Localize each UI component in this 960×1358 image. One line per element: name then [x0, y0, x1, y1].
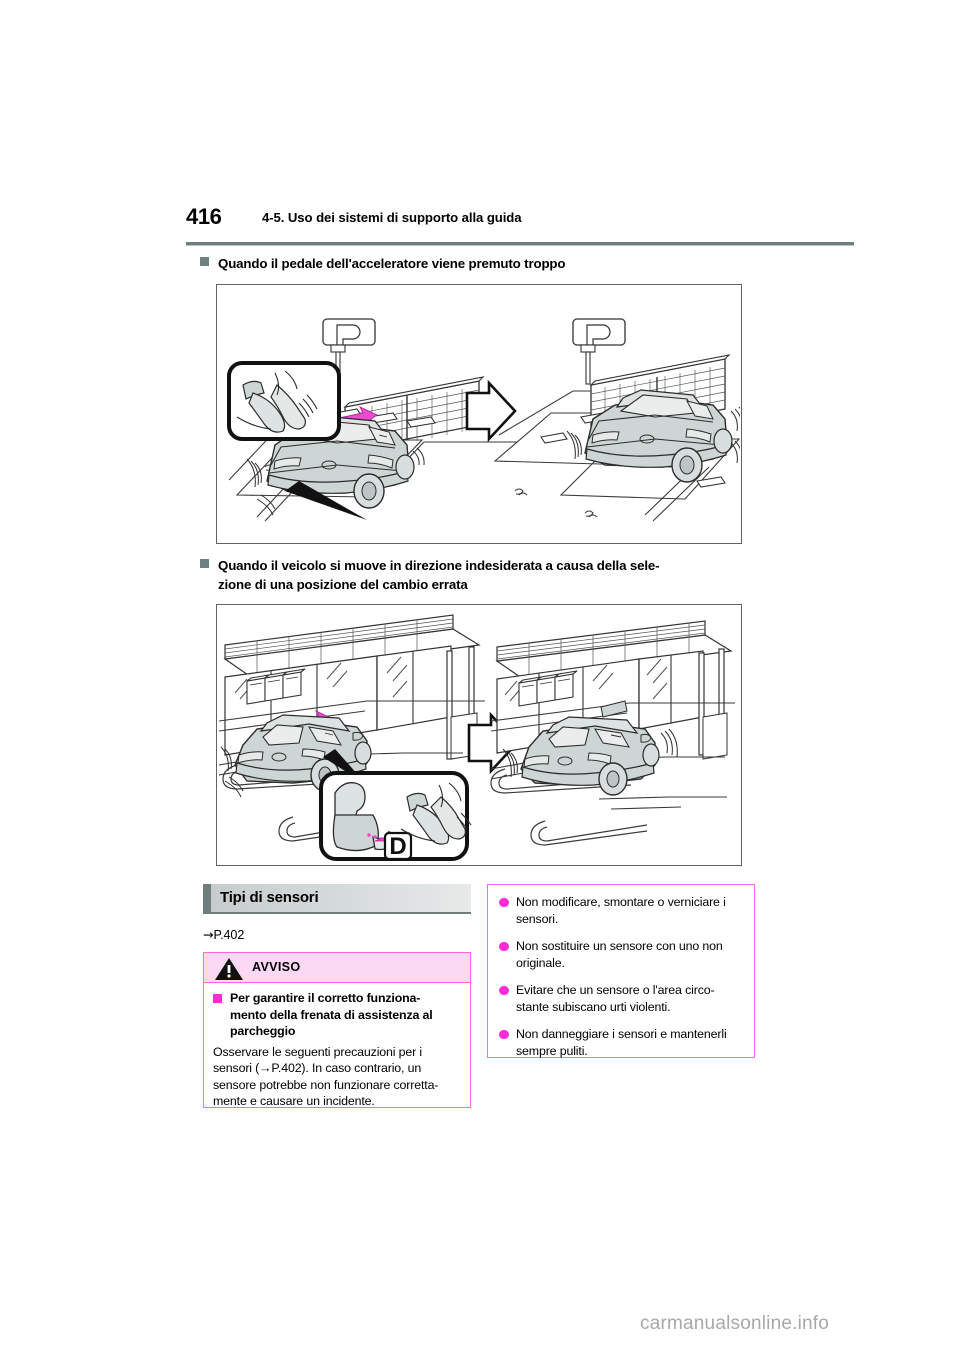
illustration-2-graphic: D	[218, 614, 735, 861]
list-item-line2: stante subiscano urti violenti.	[516, 999, 671, 1014]
list-item: Non sostituire un sensore con uno non or…	[499, 938, 744, 971]
square-bullet-icon-2	[200, 559, 209, 568]
section-title: Tipi di sensori	[220, 889, 319, 906]
warning-box-left: AVVISO Per garantire il corretto funzion…	[203, 952, 471, 1108]
list-item-line2: originale.	[516, 955, 565, 970]
arrow-right-icon: →	[203, 927, 214, 942]
section-header-bar: Tipi di sensori	[203, 884, 471, 914]
pink-dot-bullet-icon	[499, 897, 509, 907]
header-divider-light	[186, 245, 854, 246]
pink-dot-bullet-icon	[499, 941, 509, 951]
page-title: 4-5. Uso dei sistemi di supporto alla gu…	[262, 210, 522, 225]
list-item: Evitare che un sensore o l'area circo- s…	[499, 982, 744, 1015]
subheading-wrong-gear: Quando il veicolo si muove in direzione …	[200, 556, 840, 594]
warning-paragraph: Osservare le seguenti precauzioni per i …	[213, 1044, 461, 1110]
subheading-wrong-gear-line2: zione di una posizione del cambio errata	[218, 577, 468, 592]
list-item-line1: Non danneggiare i sensori e mantenerli	[516, 1027, 727, 1041]
list-item-line1: Non modificare, smontare o verniciare i	[516, 895, 726, 909]
warning-paragraph-line1: Osservare le seguenti precauzioni per i	[213, 1044, 423, 1059]
list-item-line2: sempre puliti.	[516, 1043, 588, 1058]
watermark: carmanualsonline.info	[640, 1313, 830, 1334]
pink-dot-bullet-icon	[499, 985, 509, 995]
section-accent-bar	[203, 884, 211, 914]
list-item-line1: Non sostituire un sensore con uno non	[516, 939, 723, 953]
warning-right-list: Non modificare, smontare o verniciare i …	[488, 885, 754, 1067]
subheading-wrong-gear-line1: Quando il veicolo si muove in direzione …	[218, 558, 660, 573]
section-reference-page: P.402	[213, 928, 245, 942]
list-item-line1: Evitare che un sensore o l'area circo-	[516, 983, 715, 997]
warning-subtitle: Per garantire il corretto funziona- ment…	[213, 990, 461, 1040]
subheading-accelerator-label: Quando il pedale dell'acceleratore viene…	[218, 256, 566, 271]
subheading-accelerator: Quando il pedale dell'acceleratore viene…	[200, 254, 820, 273]
pink-square-bullet-icon	[213, 993, 222, 1003]
page-number: 416	[186, 204, 222, 229]
page-header: 416 4-5. Uso dei sistemi di supporto all…	[0, 196, 960, 252]
illustration-wrong-shift-position: D	[216, 604, 742, 866]
illustration-1-graphic	[227, 318, 740, 522]
warning-subtitle-line3: parcheggio	[230, 1024, 296, 1038]
warning-paragraph-line2: sensori (→P.402). In caso contrario, un	[213, 1061, 422, 1075]
svg-text:D: D	[389, 833, 406, 860]
warning-subtitle-line2: mento della frenata di assistenza al	[230, 1007, 433, 1022]
illustration-accelerator-pressed	[216, 284, 742, 544]
section-reference[interactable]: →P.402	[203, 927, 471, 942]
warning-paragraph-line3: sensore potrebbe non funzionare corretta…	[213, 1077, 439, 1092]
warning-paragraph-line4: mente e causare un incidente.	[213, 1094, 375, 1108]
square-bullet-icon	[200, 257, 209, 266]
warning-label: AVVISO	[252, 960, 301, 974]
warning-box-right: Non modificare, smontare o verniciare i …	[487, 884, 755, 1058]
list-item: Non danneggiare i sensori e mantenerli s…	[499, 1026, 744, 1059]
section-tipi-di-sensori: Tipi di sensori →P.402	[203, 884, 471, 942]
warning-body: Per garantire il corretto funziona- ment…	[204, 983, 470, 1116]
pink-dot-bullet-icon	[499, 1029, 509, 1039]
warning-header: AVVISO	[204, 953, 470, 983]
header-divider	[186, 242, 854, 245]
list-item-line2: sensori.	[516, 911, 559, 926]
warning-subtitle-line1: Per garantire il corretto funziona-	[230, 991, 421, 1005]
list-item: Non modificare, smontare o verniciare i …	[499, 894, 744, 927]
